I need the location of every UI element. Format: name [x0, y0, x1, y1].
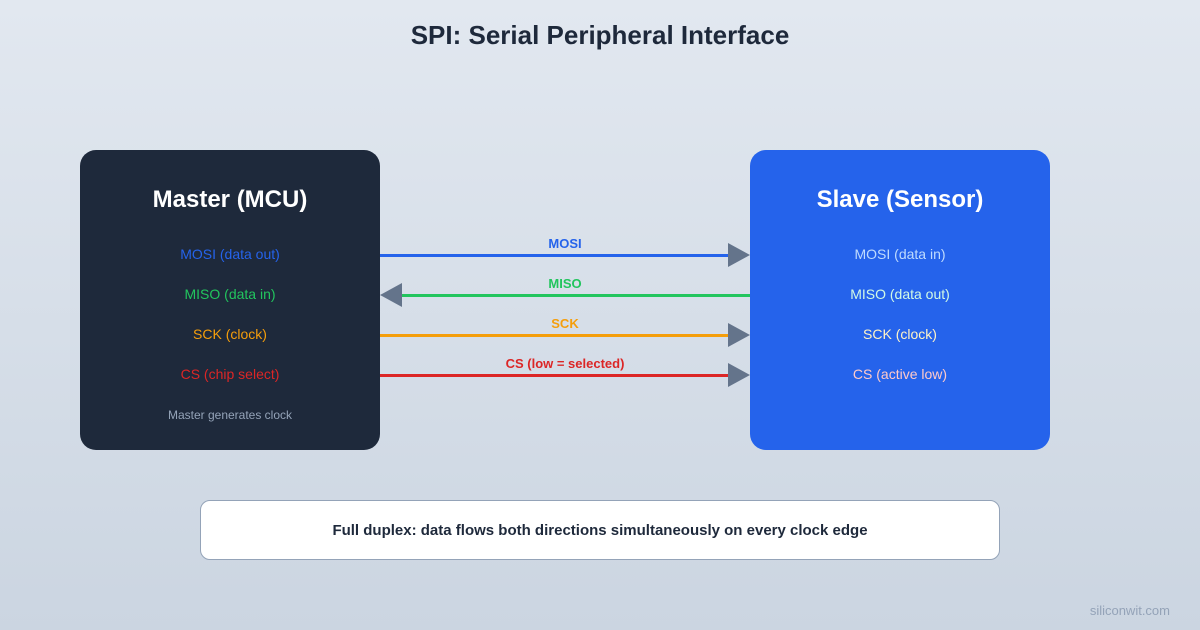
wire-miso — [400, 294, 750, 297]
master-pin-miso: MISO (data in) — [184, 286, 276, 302]
arrowhead-right-icon — [728, 323, 750, 347]
slave-pin-miso: MISO (data out) — [850, 286, 950, 302]
master-title: Master (MCU) — [152, 186, 308, 213]
wire-sck — [380, 334, 730, 337]
signal-label-cs: CS (low = selected) — [505, 356, 625, 371]
arrowhead-left-icon — [380, 283, 402, 307]
diagram-title: SPI: Serial Peripheral Interface — [410, 20, 790, 50]
wire-mosi — [380, 254, 730, 257]
master-pin-cs: CS (chip select) — [180, 366, 280, 382]
slave-pin-sck: SCK (clock) — [863, 326, 937, 342]
arrowhead-right-icon — [728, 243, 750, 267]
signal-label-mosi: MOSI — [548, 236, 582, 251]
master-pin-sck: SCK (clock) — [193, 326, 267, 342]
wire-cs — [380, 374, 730, 377]
signal-label-sck: SCK — [551, 316, 579, 331]
slave-box: Slave (Sensor) MOSI (data in) MISO (data… — [750, 150, 1050, 450]
arrowhead-right-icon — [728, 363, 750, 387]
master-box: Master (MCU) MOSI (data out) MISO (data … — [80, 150, 380, 450]
master-note: Master generates clock — [167, 408, 293, 422]
slave-title: Slave (Sensor) — [816, 186, 984, 213]
slave-pin-cs: CS (active low) — [852, 366, 948, 382]
master-pin-mosi: MOSI (data out) — [180, 246, 280, 262]
watermark: siliconwit.com — [1089, 603, 1170, 618]
full-duplex-text: Full duplex: data flows both directions … — [332, 521, 868, 539]
signal-label-miso: MISO — [548, 276, 582, 291]
slave-pin-mosi: MOSI (data in) — [854, 246, 946, 262]
full-duplex-note: Full duplex: data flows both directions … — [200, 500, 1000, 560]
